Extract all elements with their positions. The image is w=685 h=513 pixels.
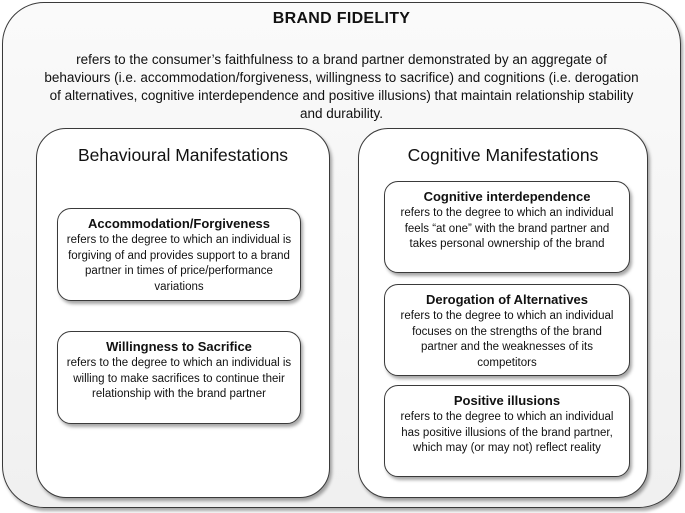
- derogation-of-alternatives-description: refers to the degree to which an individ…: [400, 310, 614, 369]
- accommodation-forgiveness-card: Accommodation/Forgiveness refers to the …: [57, 208, 301, 301]
- positive-illusions-title: Positive illusions: [453, 393, 561, 408]
- willingness-to-sacrifice-title: Willingness to Sacrifice: [106, 339, 252, 354]
- cognitive-interdependence-card: Cognitive interdependence refers to the …: [384, 181, 630, 273]
- cognitive-interdependence-description: refers to the degree to which an individ…: [400, 207, 614, 250]
- behavioural-manifestations-title: Behavioural Manifestations: [77, 145, 289, 165]
- diagram-title: BRAND FIDELITY: [272, 10, 411, 27]
- positive-illusions-description: refers to the degree to which an individ…: [400, 411, 614, 454]
- behavioural-manifestations-box: Behavioural Manifestations: [36, 128, 330, 498]
- positive-illusions-card: Positive illusions refers to the degree …: [384, 385, 630, 477]
- willingness-to-sacrifice-description: refers to the degree to which an individ…: [66, 357, 292, 400]
- willingness-to-sacrifice-card: Willingness to Sacrifice refers to the d…: [57, 331, 301, 424]
- cognitive-manifestations-title: Cognitive Manifestations: [407, 145, 599, 165]
- brand-fidelity-definition: refers to the consumer’s faithfulness to…: [44, 52, 639, 121]
- accommodation-forgiveness-description: refers to the degree to which an individ…: [66, 234, 292, 293]
- cognitive-interdependence-title: Cognitive interdependence: [423, 189, 591, 204]
- derogation-of-alternatives-title: Derogation of Alternatives: [425, 292, 589, 307]
- derogation-of-alternatives-card: Derogation of Alternatives refers to the…: [384, 284, 630, 376]
- accommodation-forgiveness-title: Accommodation/Forgiveness: [87, 216, 271, 231]
